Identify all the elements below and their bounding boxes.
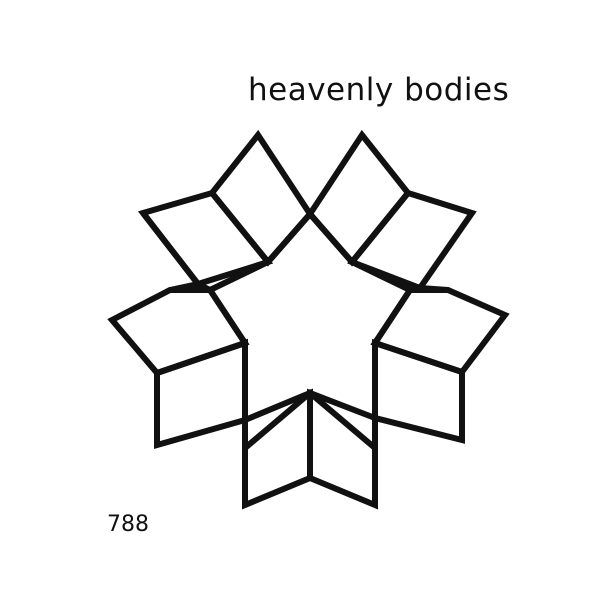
title: heavenly bodies — [248, 72, 510, 108]
top-left-rhombus — [208, 129, 314, 267]
top-right-rhombus — [306, 129, 412, 267]
inner-edge-right — [419, 285, 449, 293]
upper-left-rhombus-b — [140, 211, 212, 293]
catalog-number: 788 — [107, 512, 149, 537]
inner-edge-left — [169, 281, 199, 293]
right-rhombus-b — [372, 338, 465, 444]
bottom-left-rhombus — [242, 388, 313, 510]
left-rhombus-b — [154, 338, 248, 449]
right-rhombus-a — [370, 287, 510, 376]
left-rhombus-a — [107, 287, 250, 377]
upper-right-rhombus-a — [347, 189, 477, 292]
bottom-right-rhombus — [307, 388, 378, 510]
